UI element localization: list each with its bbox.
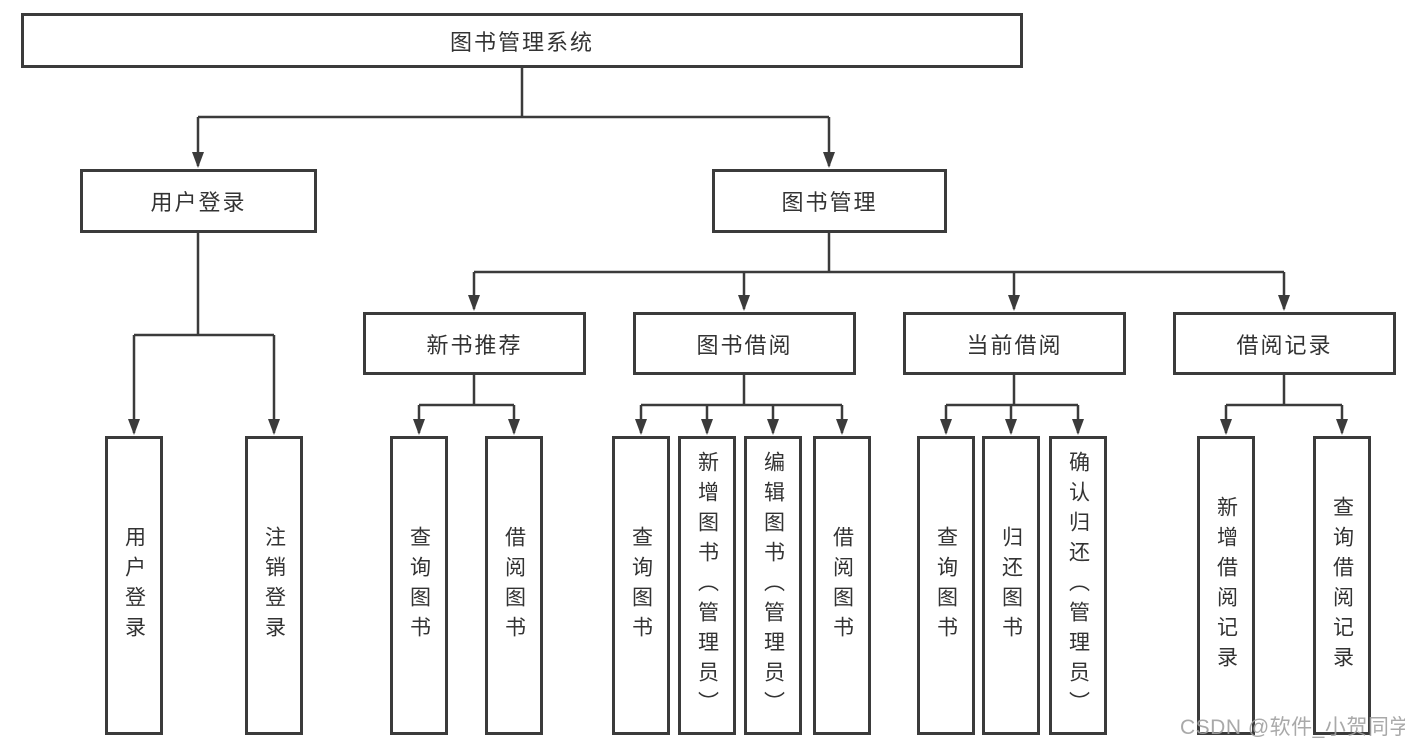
leaf-borrow-books-2: 借阅图书 (813, 436, 871, 735)
leaf-logout-label: 注销登录 (262, 525, 286, 646)
leaf-query-books-3: 查询图书 (917, 436, 975, 735)
leaf-query-books-2-label: 查询图书 (629, 525, 653, 646)
node-user-login: 用户登录 (80, 169, 317, 233)
leaf-add-borrow-record: 新增借阅记录 (1197, 436, 1255, 735)
node-borrow-records: 借阅记录 (1173, 312, 1396, 375)
leaf-return-books-label: 归还图书 (999, 525, 1023, 646)
leaf-borrow-books-2-label: 借阅图书 (830, 525, 854, 646)
node-new-book-recommend: 新书推荐 (363, 312, 586, 375)
leaf-query-books-3-label: 查询图书 (934, 525, 958, 646)
leaf-query-books-1-label: 查询图书 (407, 525, 431, 646)
leaf-borrow-books-1-label: 借阅图书 (502, 525, 526, 646)
leaf-confirm-return-admin: 确认归还（管理员） (1049, 436, 1107, 735)
node-book-borrow: 图书借阅 (633, 312, 856, 375)
leaf-user-login: 用户登录 (105, 436, 163, 735)
node-book-management: 图书管理 (712, 169, 947, 233)
leaf-add-books-admin-label: 新增图书（管理员） (695, 450, 719, 721)
node-current-borrow: 当前借阅 (903, 312, 1126, 375)
leaf-query-borrow-record: 查询借阅记录 (1313, 436, 1371, 735)
leaf-edit-books-admin: 编辑图书（管理员） (744, 436, 802, 735)
leaf-query-borrow-record-label: 查询借阅记录 (1330, 495, 1354, 676)
leaf-edit-books-admin-label: 编辑图书（管理员） (761, 450, 785, 721)
leaf-return-books: 归还图书 (982, 436, 1040, 735)
leaf-query-books-2: 查询图书 (612, 436, 670, 735)
leaf-add-books-admin: 新增图书（管理员） (678, 436, 736, 735)
node-root: 图书管理系统 (21, 13, 1023, 68)
leaf-confirm-return-admin-label: 确认归还（管理员） (1066, 450, 1090, 721)
leaf-user-login-label: 用户登录 (122, 525, 146, 646)
leaf-borrow-books-1: 借阅图书 (485, 436, 543, 735)
csdn-watermark: CSDN @软件_小贺同学 (1180, 716, 1405, 739)
leaf-query-books-1: 查询图书 (390, 436, 448, 735)
leaf-add-borrow-record-label: 新增借阅记录 (1214, 495, 1238, 676)
leaf-logout: 注销登录 (245, 436, 303, 735)
